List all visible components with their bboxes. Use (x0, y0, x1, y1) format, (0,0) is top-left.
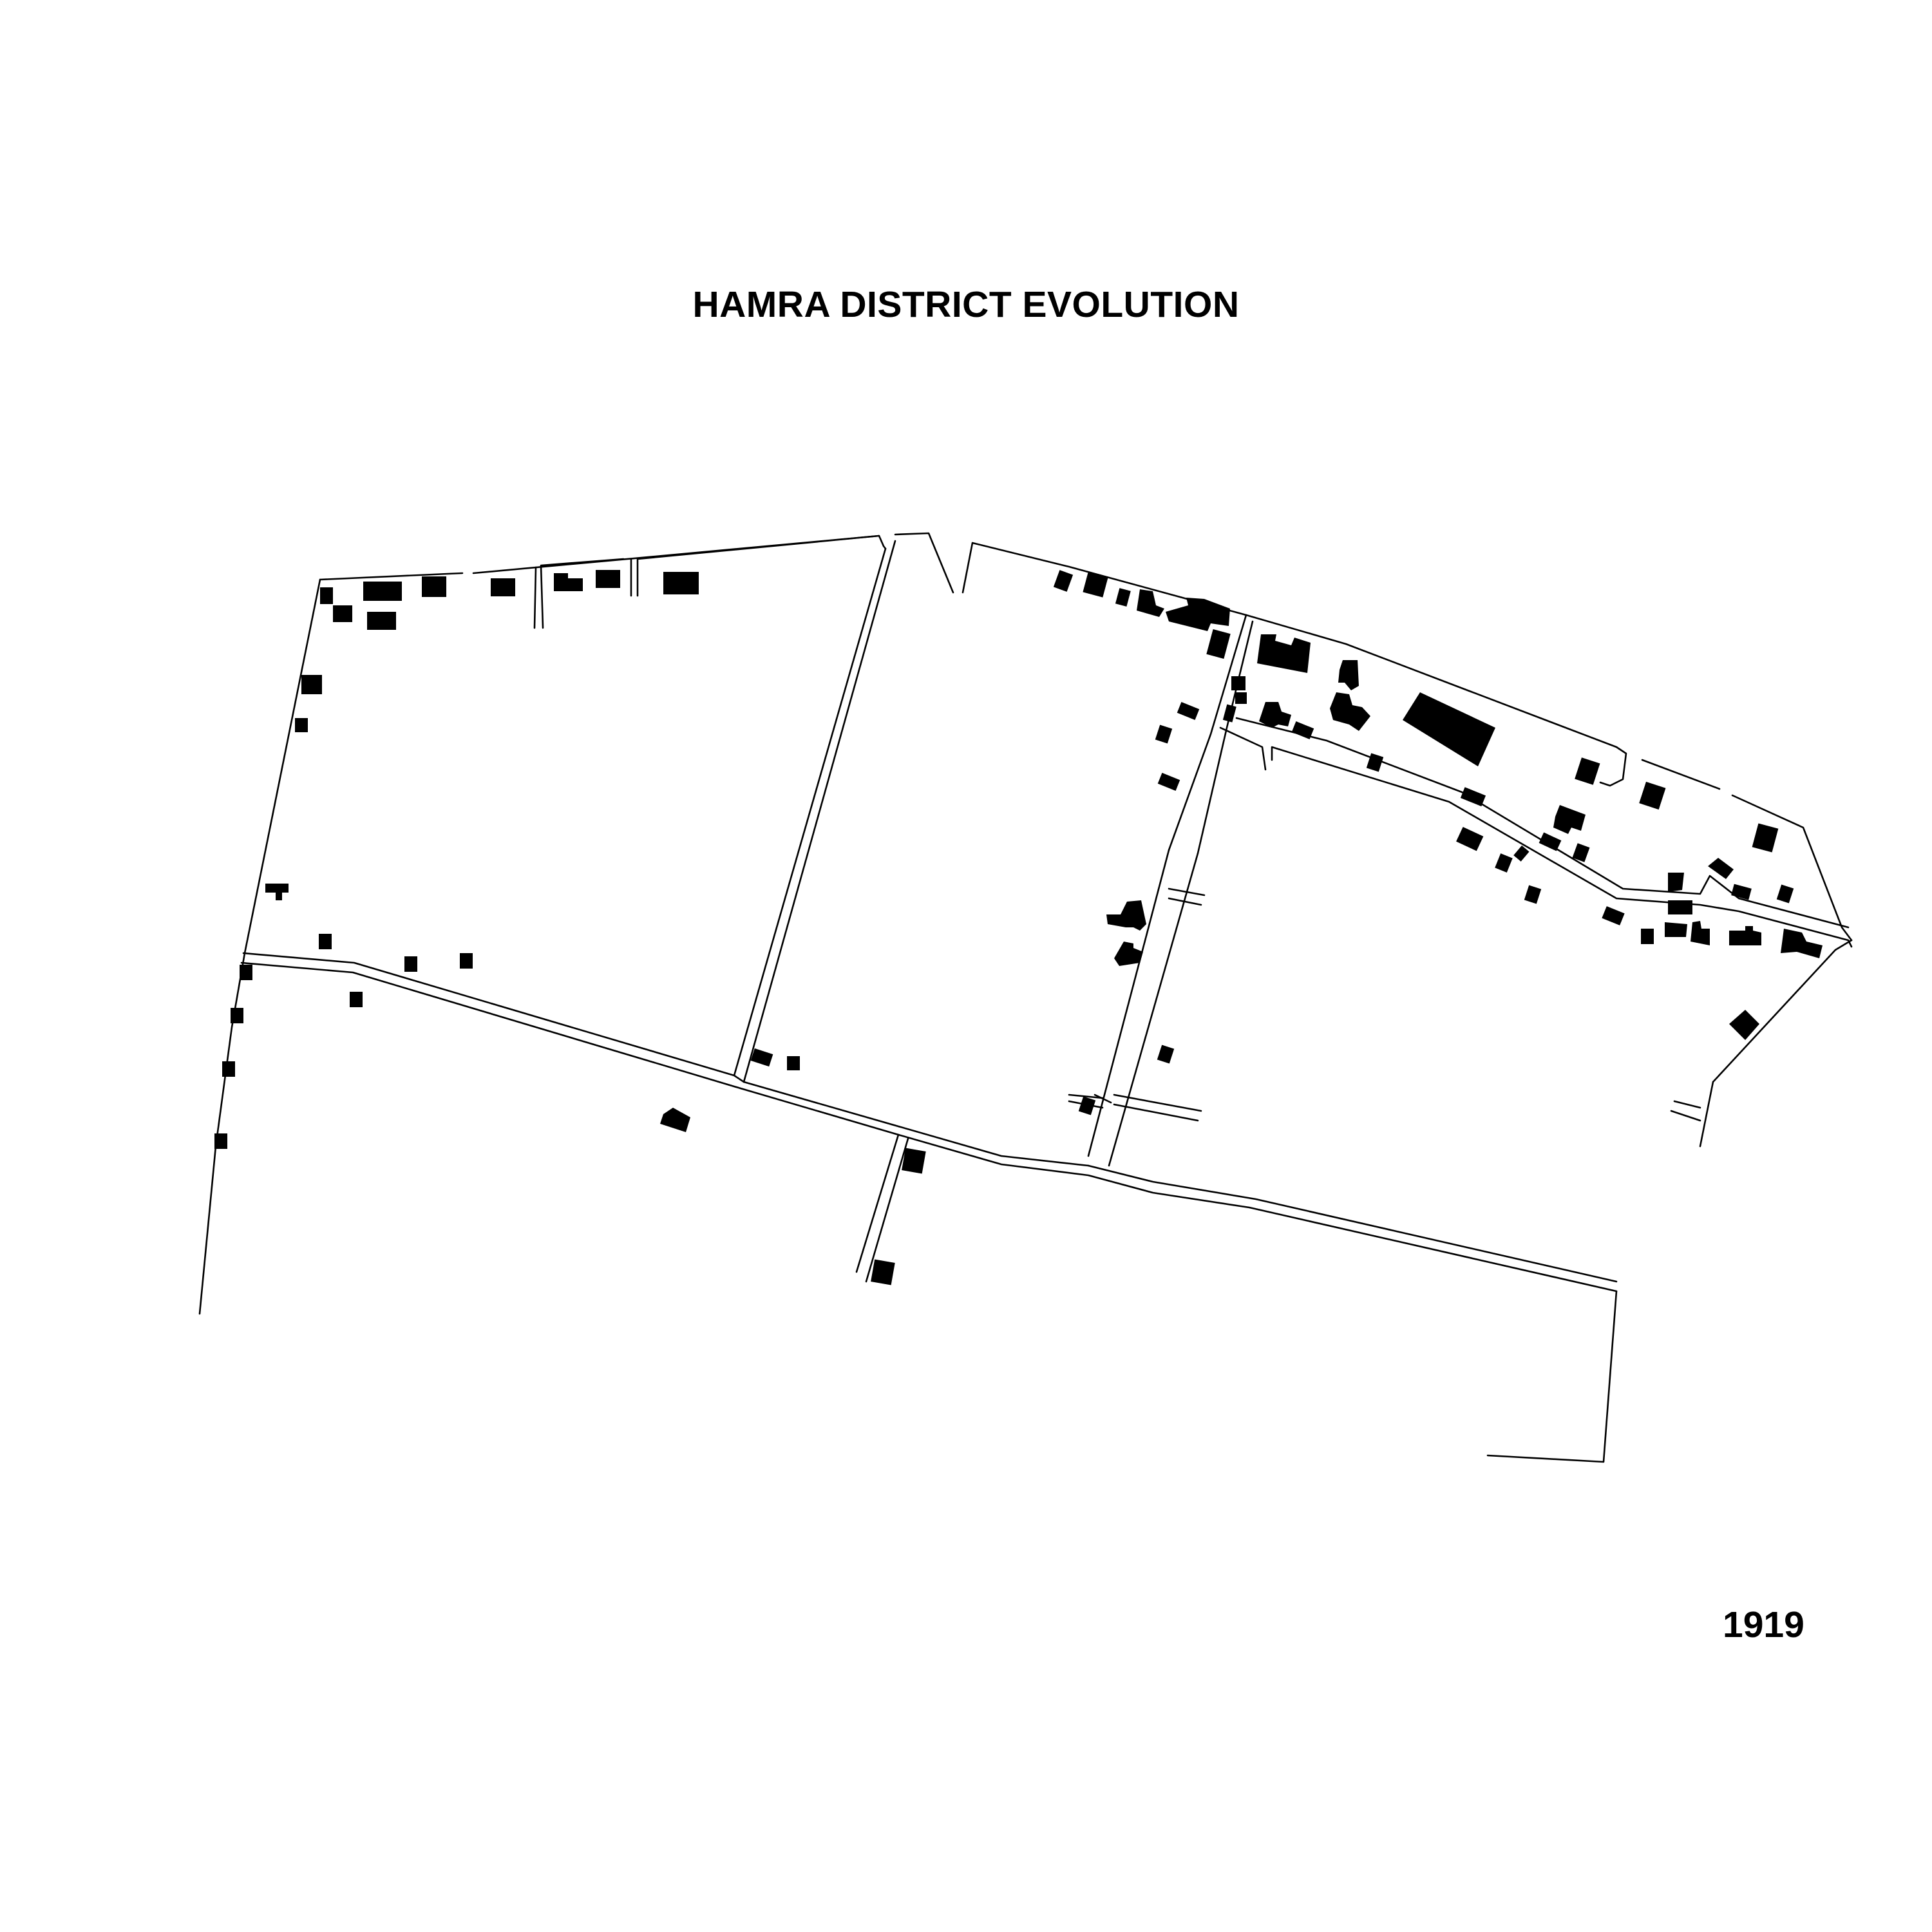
building (350, 992, 363, 1007)
building (1053, 570, 1074, 592)
building (1641, 929, 1654, 944)
building (1083, 572, 1108, 598)
building (1137, 589, 1164, 617)
building (1330, 692, 1370, 731)
building (1524, 885, 1542, 904)
building (1231, 676, 1245, 690)
building (214, 1133, 227, 1149)
buildings (214, 570, 1823, 1285)
road-middle-east-south (1219, 726, 1853, 948)
road-diagonal-west (733, 540, 896, 1083)
building (902, 1148, 926, 1174)
building (1155, 724, 1173, 744)
building (1366, 753, 1384, 772)
building (1157, 773, 1180, 791)
building (750, 1048, 773, 1067)
road-north-edge-segment (533, 535, 880, 629)
building (295, 718, 308, 732)
road-south-east-extension (1087, 1164, 1618, 1283)
building (1708, 858, 1734, 879)
building (787, 1056, 800, 1070)
building (301, 675, 322, 694)
building (1078, 1096, 1096, 1115)
road-west-boundary (198, 578, 321, 1315)
road-north-east-far (1641, 759, 1853, 942)
building (663, 572, 699, 594)
building (1206, 629, 1231, 659)
building (660, 1108, 690, 1132)
building (404, 956, 417, 972)
road-crossing-east-2 (1094, 1094, 1202, 1122)
map-title: HAMRA DISTRICT EVOLUTION (692, 284, 1240, 325)
building (1752, 823, 1779, 853)
building (1602, 906, 1625, 925)
building (554, 573, 583, 591)
building (596, 570, 620, 588)
road-north-east-upper (894, 532, 1627, 787)
building (1456, 826, 1484, 851)
road-middle-east-north (1235, 717, 1850, 929)
building (1291, 721, 1314, 739)
building (1177, 702, 1200, 720)
map-year: 1919 (1723, 1604, 1804, 1645)
building (1106, 900, 1146, 931)
building (1259, 702, 1291, 728)
building (871, 1259, 895, 1285)
building (333, 605, 352, 622)
building (1403, 692, 1495, 766)
building (1575, 757, 1600, 785)
building (320, 587, 333, 604)
building (1513, 845, 1530, 862)
building (1222, 704, 1236, 723)
building (1495, 853, 1513, 873)
building (1690, 921, 1710, 945)
road-short-south (855, 1133, 909, 1283)
building (1729, 926, 1761, 945)
building (222, 1061, 235, 1077)
road-crossing-east-1 (1168, 887, 1206, 906)
building (1572, 843, 1590, 862)
street-network (198, 532, 1853, 1463)
building (1639, 781, 1666, 810)
road-east-diagonal (1670, 939, 1853, 1148)
building (231, 1008, 243, 1023)
building (1665, 922, 1687, 937)
road-east-boundary (1486, 1290, 1618, 1463)
building (1781, 929, 1823, 958)
building (1166, 598, 1230, 631)
building (363, 582, 402, 601)
building (240, 965, 252, 980)
building (1114, 942, 1143, 966)
building (1235, 692, 1247, 704)
road-diagonal-middle-north (1168, 614, 1254, 855)
building (1668, 873, 1684, 892)
building (367, 612, 396, 630)
building (460, 953, 473, 969)
building (1460, 787, 1486, 807)
road-diagonal-middle (1087, 849, 1199, 1167)
building (1539, 832, 1562, 851)
building (422, 576, 446, 597)
building (265, 884, 289, 900)
building (1115, 588, 1131, 607)
building (1729, 1010, 1759, 1040)
road-main-south-south-edge (240, 961, 1618, 1293)
building (1338, 660, 1359, 690)
building (319, 934, 332, 949)
building (1731, 884, 1752, 900)
road-main-south-north-edge (242, 952, 1090, 1167)
building (1553, 805, 1586, 834)
building (1257, 634, 1311, 673)
building (491, 578, 515, 596)
building (1157, 1045, 1175, 1064)
building (1668, 900, 1692, 914)
building (1776, 884, 1794, 904)
